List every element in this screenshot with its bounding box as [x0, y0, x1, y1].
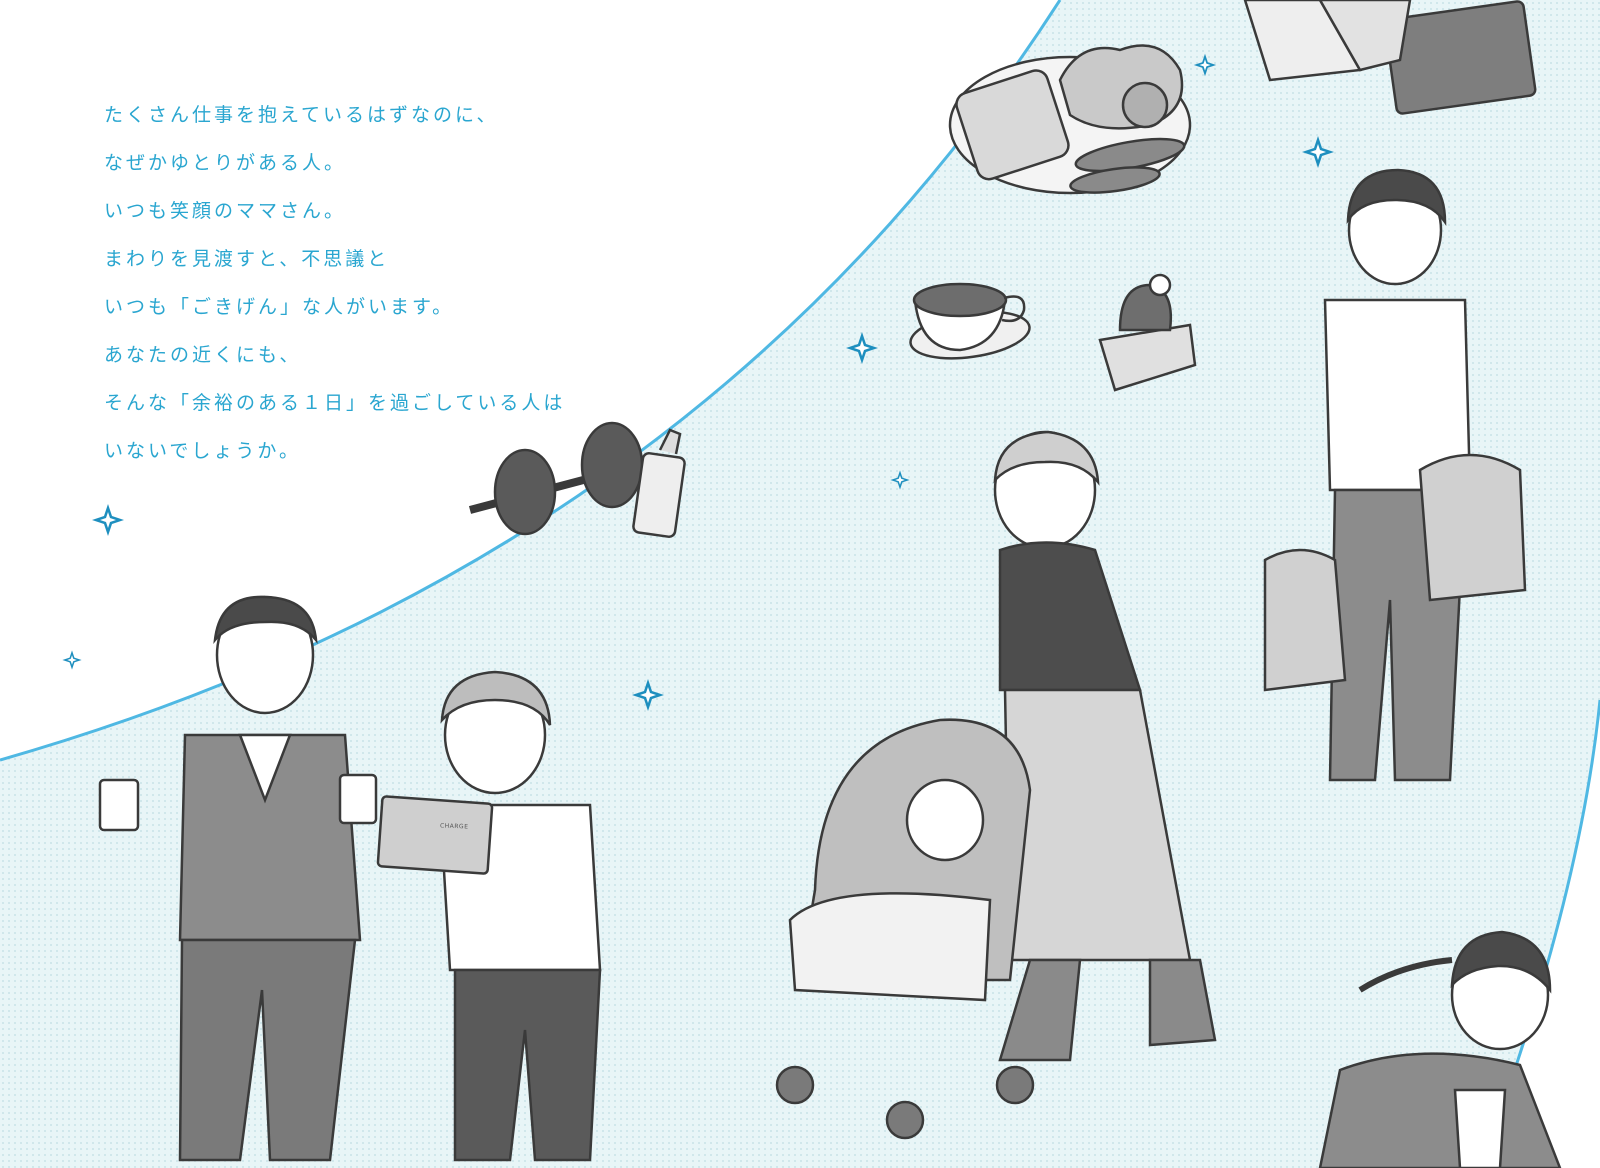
man-in-suit-figure: [98, 595, 378, 1162]
intro-line: いつも笑顔のママさん。: [104, 200, 347, 222]
intro-text: たくさん仕事を抱えているはずなのに、 なぜかゆとりがある人。 いつも笑顔のママさ…: [104, 100, 565, 484]
intro-line: たくさん仕事を抱えているはずなのに、: [104, 104, 499, 126]
running-woman-figure: [1318, 930, 1562, 1168]
dumbbell-icon: [468, 421, 686, 539]
books-icon: [1243, 0, 1537, 115]
intro-line: いつも「ごきげん」な人がいます。: [104, 296, 455, 318]
cactus-plant-icon: [1098, 273, 1197, 392]
intro-line: あなたの近くにも、: [104, 344, 302, 366]
intro-line: そんな「余裕のある１日」を過ごしている人は: [104, 392, 566, 414]
tea-cup-icon: [909, 282, 1031, 360]
man-with-laptop-figure: [376, 670, 602, 1162]
intro-line: なぜかゆとりがある人。: [104, 152, 347, 174]
mother-figure: [993, 430, 1217, 1062]
intro-line: いないでしょうか。: [104, 440, 302, 462]
shopper-figure: [1263, 168, 1527, 782]
sparkle-icon: [92, 504, 124, 536]
baby-stroller-figure: [775, 718, 1035, 1140]
breakfast-plate-icon: [948, 44, 1192, 195]
laptop-brand-label: CHARGE: [439, 822, 469, 831]
intro-line: まわりを見渡すと、不思議と: [104, 248, 390, 270]
sparkle-icon: [62, 650, 82, 670]
